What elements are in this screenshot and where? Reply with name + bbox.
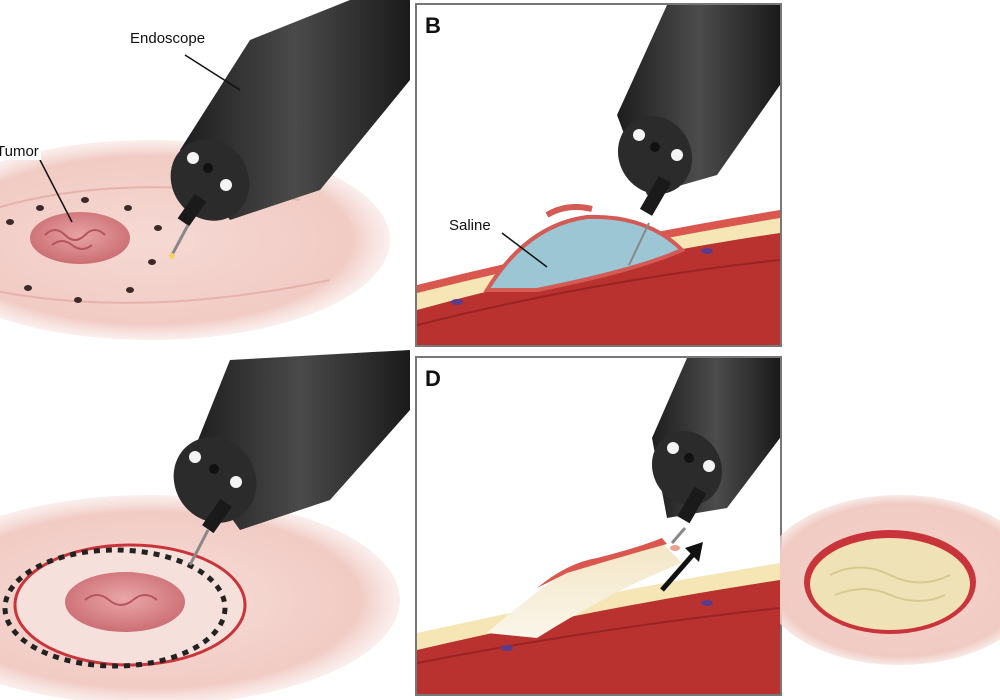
muscle-layer bbox=[417, 578, 780, 694]
marking-dots bbox=[6, 197, 162, 303]
endoscope bbox=[651, 358, 780, 551]
lift-arrow bbox=[660, 548, 699, 592]
tumor-leader bbox=[39, 159, 73, 223]
endoscope-label: Endoscope bbox=[128, 30, 208, 47]
panel-label-d: D bbox=[425, 366, 441, 391]
defect-illustration bbox=[780, 495, 1000, 665]
endoscope bbox=[617, 5, 780, 266]
endoscope bbox=[169, 0, 410, 259]
lifted-mucosa bbox=[537, 538, 667, 588]
panel-e-resected-defect bbox=[780, 470, 1000, 670]
panel-b-saline-injection: B Saline bbox=[415, 3, 782, 347]
marking-illustration bbox=[0, 0, 410, 340]
saline-label: Saline bbox=[447, 217, 493, 234]
muscle-layer bbox=[417, 230, 780, 345]
saline-leader bbox=[501, 232, 548, 268]
dissection-illustration bbox=[417, 358, 780, 694]
endoscope-leader bbox=[184, 54, 241, 91]
defect-base bbox=[810, 538, 970, 630]
endoscope bbox=[173, 350, 410, 566]
incision-line bbox=[2, 547, 228, 669]
dissected-cavity bbox=[487, 543, 682, 638]
incision-illustration bbox=[0, 350, 410, 700]
panel-c-incision bbox=[0, 350, 410, 700]
panel-a-marking: Endoscope Tumor bbox=[0, 0, 410, 345]
panel-label-b: B bbox=[425, 13, 441, 38]
panel-d-dissection: D bbox=[415, 356, 782, 696]
saline-bleb bbox=[483, 214, 686, 292]
tumor-label: Tumor bbox=[0, 143, 41, 160]
tumor bbox=[65, 572, 185, 632]
saline-illustration bbox=[417, 5, 780, 345]
